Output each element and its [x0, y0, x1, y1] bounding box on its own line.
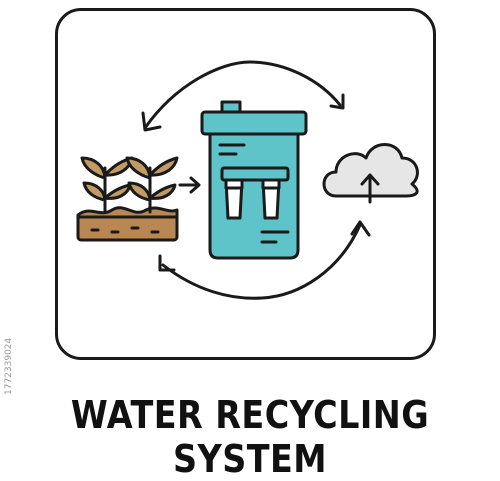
right-arrow-icon [178, 176, 201, 194]
filter-cartridges-icon [220, 166, 290, 220]
water-tank-icon [200, 100, 308, 260]
cycle-arrows-icon [141, 60, 371, 300]
page-title: WATER RECYCLING SYSTEM [70, 393, 430, 481]
cloud-upload-icon [322, 143, 419, 204]
recycling-illustration [76, 60, 419, 300]
plants-soil-icon [76, 156, 179, 242]
stock-id-watermark: 1772339024 [3, 320, 15, 400]
stock-id-text: 1772339024 [4, 337, 14, 395]
